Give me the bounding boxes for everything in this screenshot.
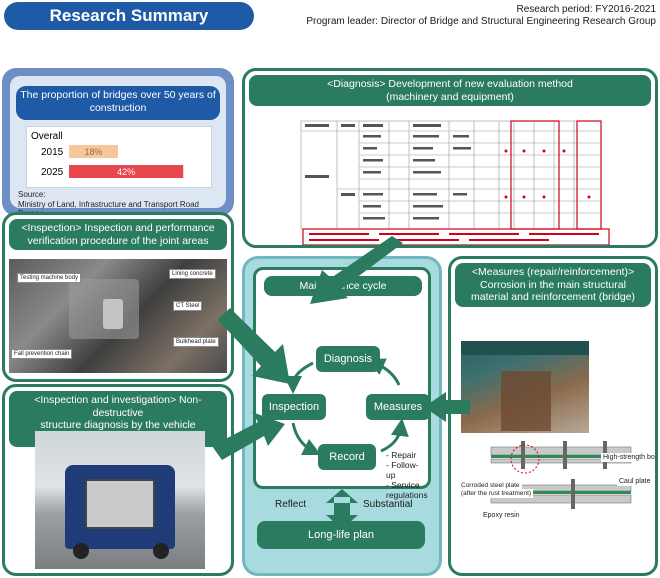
node-inspection: Inspection <box>262 394 326 420</box>
bar-2015 <box>69 145 118 158</box>
joint-photo: Testing machine body Lining concrete CT … <box>9 259 227 373</box>
arrow-up <box>326 489 358 503</box>
measures-title-line3: material and reinforcement (bridge) <box>471 291 635 303</box>
label-caul-plate: Caul plate <box>617 477 653 486</box>
source-label: Source: <box>18 190 46 199</box>
van-wheel-right <box>153 543 169 559</box>
label-lining-concrete: Lining concrete <box>169 269 216 279</box>
substantial-label: Substantial <box>363 499 413 510</box>
node-measures: Measures <box>366 394 430 420</box>
diagnosis-title-line1: <Diagnosis> Development of new evaluatio… <box>327 78 573 90</box>
label-after-rust-treatment: (after the rust treatment) <box>459 489 534 498</box>
proportion-title-line2: construction <box>89 102 147 114</box>
chart-title: Overall <box>31 131 63 142</box>
reflect-label: Reflect <box>275 499 307 510</box>
maintenance-cycle-inner: Maintenance cycle Diagnosis Inspection M… <box>253 267 431 500</box>
device-shape <box>103 299 123 329</box>
proportion-panel: The proportion of bridges over 50 years … <box>2 68 234 218</box>
proportion-title-line1: The proportion of bridges over 50 years … <box>20 89 216 101</box>
van-wheel-left <box>73 543 89 559</box>
bridge-age-chart-svg: Overall 2015 18% 2025 42% <box>31 131 184 178</box>
label-ct-steel: CT Steel <box>173 301 203 311</box>
label-epoxy-resin: Epoxy resin <box>481 511 522 520</box>
diagnosis-panel: <Diagnosis> Development of new evaluatio… <box>242 68 658 248</box>
label-corroded-steel-plate: Corroded steel plate <box>459 481 522 490</box>
program-leader: Program leader: Director of Bridge and S… <box>306 16 656 27</box>
corroded-area <box>501 371 551 431</box>
vehicle-panel: <Inspection and investigation> Non-destr… <box>2 384 234 576</box>
research-period: Research period: FY2016-2021 <box>516 4 656 15</box>
value-label-2025: 42% <box>117 167 135 177</box>
vehicle-title-line1: <Inspection and investigation> Non-destr… <box>34 394 202 419</box>
arrow-inspection-to-record <box>291 422 322 456</box>
node-diagnosis: Diagnosis <box>316 346 380 372</box>
record-notes: Repair Follow-up Service regulations <box>386 450 428 500</box>
corrosion-photo <box>461 341 589 433</box>
vehicle-photo <box>35 431 205 569</box>
value-label-2015: 18% <box>84 147 102 157</box>
beam-top <box>461 341 589 355</box>
measures-title-line2: Corrosion in the main structural <box>480 278 626 291</box>
van-equipment <box>85 479 155 529</box>
arrow-record-to-measures <box>380 418 409 453</box>
label-testing-machine: Testing machine body <box>17 273 82 283</box>
label-bulkhead-plate: Bulkhead plate <box>173 337 219 347</box>
diagnosis-title: <Diagnosis> Development of new evaluatio… <box>249 75 651 106</box>
measures-title: <Measures (repair/reinforcement)> Corros… <box>455 263 651 307</box>
maintenance-cycle-panel: Maintenance cycle Diagnosis Inspection M… <box>242 256 442 576</box>
evaluation-table-graphic <box>299 117 655 245</box>
proportion-inner: The proportion of bridges over 50 years … <box>10 76 226 218</box>
measures-title-line1: <Measures (repair/reinforcement)> <box>471 266 635 278</box>
long-life-plan: Long-life plan <box>257 521 425 549</box>
category-label-2025: 2025 <box>41 167 64 178</box>
note-follow-up: Follow-up <box>386 460 428 480</box>
diagnosis-title-line2: (machinery and equipment) <box>386 90 514 103</box>
measures-panel: <Measures (repair/reinforcement)> Corros… <box>448 256 658 576</box>
joint-inspection-title: <Inspection> Inspection and performance … <box>9 219 227 250</box>
proportion-title: The proportion of bridges over 50 years … <box>16 86 220 120</box>
label-fall-prevention: Fall prevention chain <box>11 349 73 359</box>
note-repair: Repair <box>386 450 428 460</box>
long-life-arrows <box>326 489 358 529</box>
joint-inspection-panel: <Inspection> Inspection and performance … <box>2 212 234 382</box>
bridge-age-chart: Overall 2015 18% 2025 42% <box>26 126 212 188</box>
joint-title-line2: verification procedure of the joint area… <box>27 234 209 247</box>
joint-title-line1: <Inspection> Inspection and performance <box>21 222 215 234</box>
page-title: Research Summary <box>4 2 254 30</box>
bar-2025 <box>69 165 184 178</box>
arrow-diagnosis-to-inspection <box>284 361 314 394</box>
evaluation-table-image <box>299 117 655 245</box>
label-high-strength-bolt: High-strength bolt <box>601 453 655 462</box>
category-label-2015: 2015 <box>41 147 64 158</box>
node-record: Record <box>318 444 376 470</box>
note-service-regulations: Service regulations <box>386 480 428 500</box>
research-meta: Research period: FY2016-2021 Program lea… <box>306 4 656 28</box>
